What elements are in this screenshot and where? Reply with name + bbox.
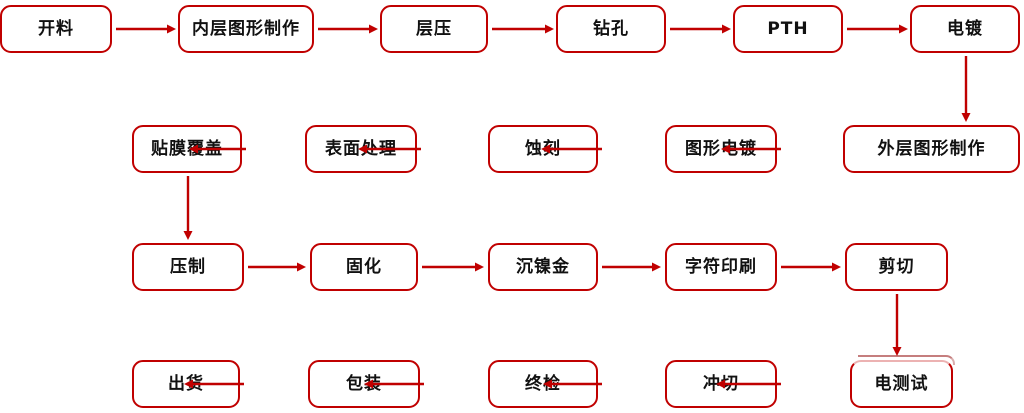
process-node-label: 沉镍金 [516, 256, 570, 277]
process-node-n19[interactable]: 终检 [488, 360, 598, 408]
flow-arrow-n16-to-n17 [891, 294, 903, 356]
process-node-label: 表面处理 [325, 138, 397, 159]
process-node-n18[interactable]: 冲切 [665, 360, 777, 408]
process-node-n13[interactable]: 固化 [310, 243, 418, 291]
process-node-label: 内层图形制作 [192, 18, 300, 39]
process-node-n15[interactable]: 字符印刷 [665, 243, 777, 291]
process-node-label: 蚀刻 [525, 138, 561, 159]
process-node-label: PTH [767, 18, 809, 39]
flow-arrow-n12-to-n13 [248, 261, 306, 273]
flow-arrow-n01-to-n02 [116, 23, 176, 35]
process-node-n08[interactable]: 图形电镀 [665, 125, 777, 173]
flow-arrow-n11-to-n12 [182, 176, 194, 240]
process-node-label: 终检 [525, 373, 561, 394]
process-node-label: 固化 [346, 256, 382, 277]
process-node-n03[interactable]: 层压 [380, 5, 488, 53]
flow-arrow-n05-to-n06 [847, 23, 908, 35]
process-node-label: 包装 [346, 373, 382, 394]
process-node-n17[interactable]: 电测试 [850, 355, 955, 408]
flow-arrow-n03-to-n04 [492, 23, 554, 35]
process-node-label: 字符印刷 [685, 256, 757, 277]
process-node-n21[interactable]: 出货 [132, 360, 240, 408]
process-node-n11[interactable]: 贴膜覆盖 [132, 125, 242, 173]
process-node-label: 出货 [168, 373, 204, 394]
process-node-n20[interactable]: 包装 [308, 360, 420, 408]
flow-arrow-n14-to-n15 [602, 261, 661, 273]
process-node-label: 钻孔 [593, 18, 629, 39]
process-node-n10[interactable]: 表面处理 [305, 125, 417, 173]
flow-arrow-n04-to-n05 [670, 23, 731, 35]
flow-arrow-n13-to-n14 [422, 261, 484, 273]
process-node-n04[interactable]: 钻孔 [556, 5, 666, 53]
process-node-label: 外层图形制作 [877, 138, 986, 159]
process-node-n14[interactable]: 沉镍金 [488, 243, 598, 291]
flow-arrow-n02-to-n03 [318, 23, 378, 35]
process-node-label: 剪切 [878, 256, 915, 277]
process-node-n01[interactable]: 开料 [0, 5, 112, 53]
flow-arrow-n06-to-n07 [960, 56, 972, 122]
process-node-label: 贴膜覆盖 [151, 138, 223, 159]
process-node-n07[interactable]: 外层图形制作 [843, 125, 1020, 173]
process-node-label: 层压 [416, 18, 452, 39]
process-node-n05[interactable]: PTH [733, 5, 843, 53]
process-node-label: 冲切 [703, 373, 739, 394]
process-node-n12[interactable]: 压制 [132, 243, 244, 291]
process-node-label: 电测试 [874, 373, 929, 394]
process-node-label: 压制 [170, 256, 206, 277]
process-node-n06[interactable]: 电镀 [910, 5, 1020, 53]
process-node-n02[interactable]: 内层图形制作 [178, 5, 314, 53]
process-node-n09[interactable]: 蚀刻 [488, 125, 598, 173]
process-node-label: 图形电镀 [685, 138, 757, 159]
process-node-label: 电镀 [947, 18, 983, 39]
flow-arrow-n15-to-n16 [781, 261, 841, 273]
process-node-label: 开料 [38, 18, 74, 39]
process-node-n16[interactable]: 剪切 [845, 243, 948, 291]
